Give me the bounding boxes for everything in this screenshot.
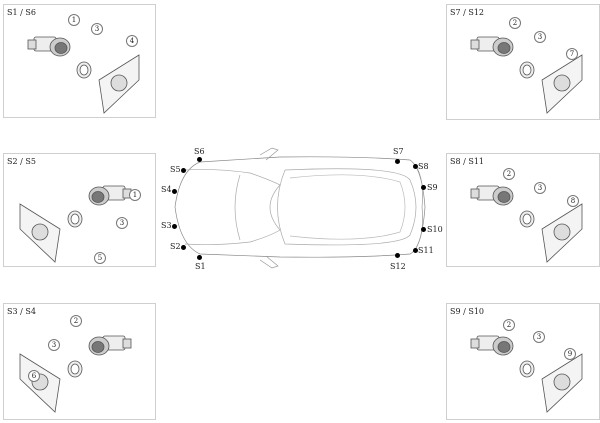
part-callout: 5 — [94, 252, 106, 264]
sensor-dot-s9 — [421, 185, 426, 190]
sensor-parts-illustration — [470, 185, 583, 263]
panel-title: S1 / S6 — [7, 8, 36, 17]
part-callout: 2 — [509, 17, 521, 29]
sensor-dot-s10 — [421, 227, 426, 232]
part-callout: 9 — [564, 348, 576, 360]
sensor-label: S12 — [390, 262, 406, 271]
sensor-dot-s11 — [413, 248, 418, 253]
part-callout: 3 — [116, 217, 128, 229]
sensor-dot-s3 — [172, 224, 177, 229]
part-callout: 3 — [91, 23, 103, 35]
sensor-parts-illustration — [470, 335, 583, 413]
part-callout: 8 — [567, 195, 579, 207]
part-callout: 3 — [534, 182, 546, 194]
part-callout: 3 — [48, 339, 60, 351]
sensor-label: S3 — [161, 221, 172, 230]
panel-title: S9 / S10 — [450, 307, 485, 316]
panel-title: S2 / S5 — [7, 157, 36, 166]
sensor-dot-s8 — [413, 164, 418, 169]
part-callout: 7 — [566, 48, 578, 60]
sensor-label: S6 — [194, 147, 205, 156]
sensor-label: S8 — [418, 162, 429, 171]
sensor-dot-s6 — [197, 157, 202, 162]
sensor-parts-illustration — [19, 185, 132, 263]
sensor-panel-s2-s5: S2 / S5 1 3 5 — [3, 153, 156, 267]
part-callout: 1 — [129, 189, 141, 201]
part-callout: 3 — [533, 331, 545, 343]
sensor-dot-s2 — [181, 245, 186, 250]
sensor-label: S4 — [161, 185, 172, 194]
panel-title: S8 / S11 — [450, 157, 485, 166]
sensor-parts-illustration — [27, 36, 140, 114]
sensor-label: S9 — [427, 183, 438, 192]
part-callout: 4 — [126, 35, 138, 47]
part-callout: 6 — [28, 370, 40, 382]
part-callout: 2 — [70, 315, 82, 327]
sensor-label: S5 — [170, 165, 181, 174]
panel-title: S7 / S12 — [450, 8, 485, 17]
sensor-dot-s7 — [395, 159, 400, 164]
part-callout: 1 — [68, 14, 80, 26]
sensor-label: S11 — [418, 246, 434, 255]
sensor-dot-s4 — [172, 189, 177, 194]
sensor-label: S2 — [170, 242, 181, 251]
sensor-parts-illustration — [470, 36, 583, 114]
sensor-dot-s1 — [197, 255, 202, 260]
sensor-panel-s8-s11: S8 / S11 2 3 8 — [446, 153, 600, 267]
sensor-label: S1 — [195, 262, 206, 271]
sensor-label: S10 — [427, 225, 443, 234]
part-callout: 2 — [503, 319, 515, 331]
sensor-panel-s7-s12: S7 / S12 2 3 7 — [446, 4, 600, 120]
sensor-label: S7 — [393, 147, 404, 156]
panel-title: S3 / S4 — [7, 307, 36, 316]
sensor-dot-s5 — [181, 168, 186, 173]
car-top-view-diagram — [174, 147, 426, 269]
sensor-panel-s9-s10: S9 / S10 2 3 9 — [446, 303, 600, 420]
sensor-dot-s12 — [395, 253, 400, 258]
part-callout: 3 — [534, 31, 546, 43]
sensor-parts-illustration — [19, 335, 132, 413]
part-callout: 2 — [503, 168, 515, 180]
